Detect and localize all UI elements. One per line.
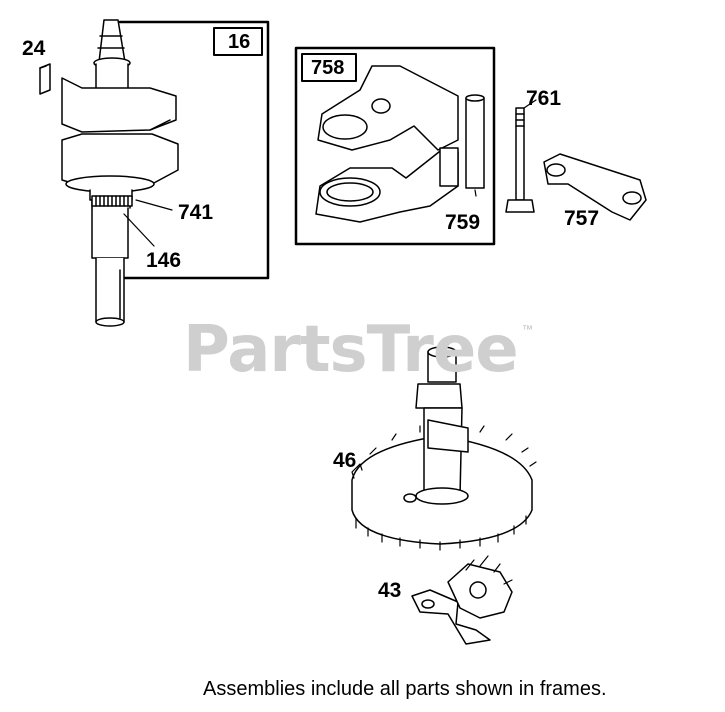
frame-tag-16: 16 — [228, 31, 251, 53]
dowel-part-759[interactable] — [465, 94, 485, 197]
watermark-text: PartsTree — [183, 313, 519, 387]
callout-761[interactable]: 761 — [526, 87, 562, 110]
rod-cap-part-757[interactable] — [543, 153, 647, 221]
frame-16-border — [118, 20, 270, 280]
callout-757[interactable]: 757 — [564, 207, 600, 230]
footer-note: Assemblies include all parts shown in fr… — [203, 678, 607, 700]
callout-46[interactable]: 46 — [333, 449, 357, 472]
bolt-part-761[interactable] — [505, 99, 537, 213]
camshaft-gear-part-46[interactable] — [351, 346, 537, 551]
callout-741[interactable]: 741 — [178, 201, 214, 224]
leader-741 — [135, 199, 173, 211]
frame-758-border — [294, 46, 496, 246]
key-part-24[interactable] — [39, 63, 51, 95]
leader-146 — [123, 213, 155, 247]
watermark-trademark: ™ — [522, 324, 533, 336]
frame-tag-758: 758 — [311, 57, 345, 79]
callout-24[interactable]: 24 — [22, 37, 46, 60]
gear-ring-741[interactable] — [91, 195, 133, 207]
crankshaft-part-16[interactable] — [61, 19, 179, 327]
callout-759[interactable]: 759 — [445, 211, 481, 234]
connecting-rod-part-758[interactable] — [315, 65, 459, 223]
callout-43[interactable]: 43 — [378, 579, 402, 602]
callout-146[interactable]: 146 — [146, 249, 182, 272]
governor-part-43[interactable] — [411, 555, 513, 645]
